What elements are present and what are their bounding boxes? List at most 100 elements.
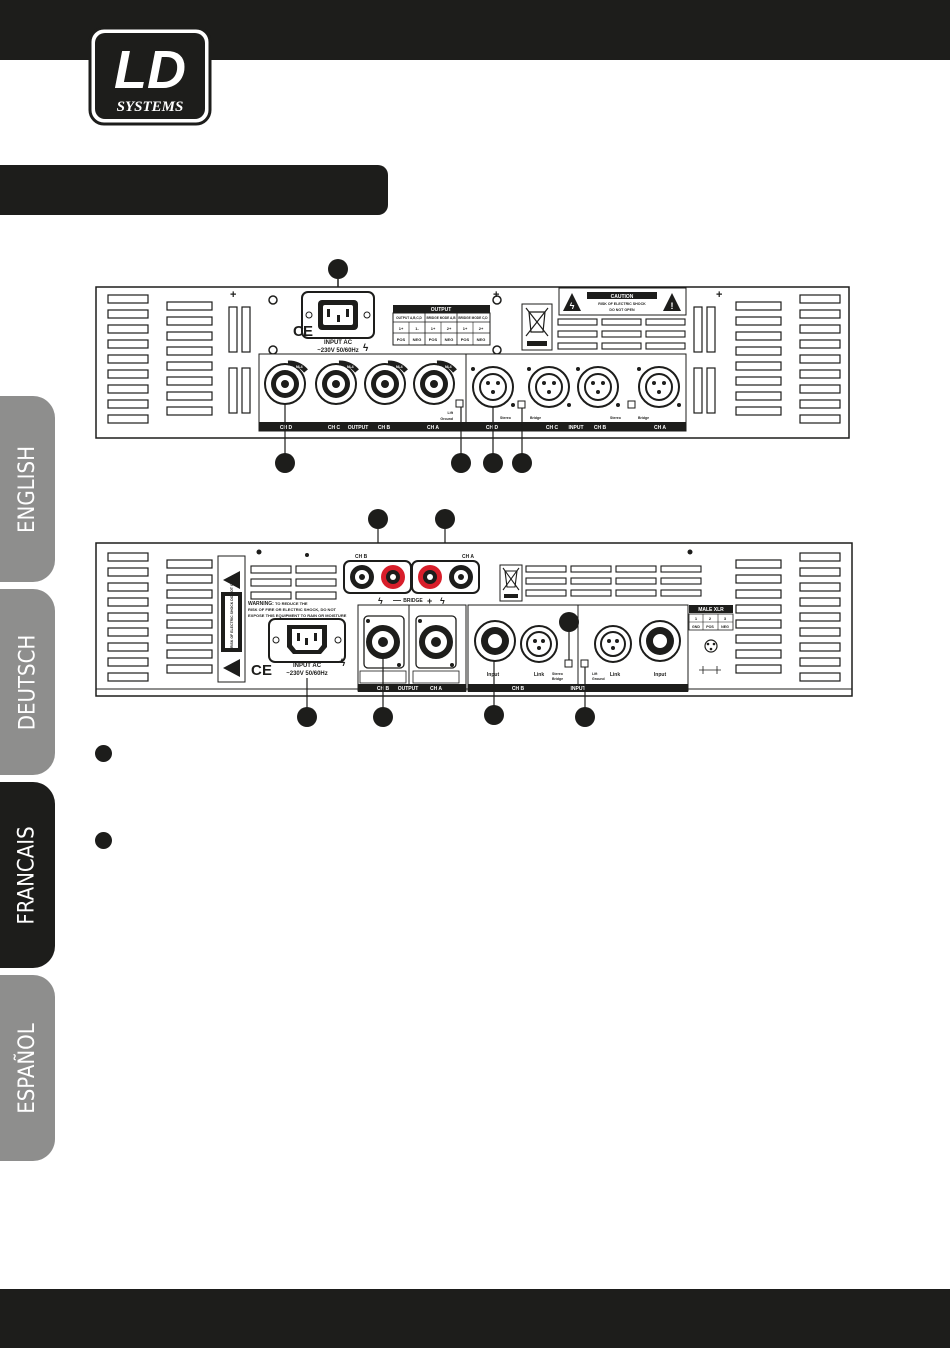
svg-text:POS: POS [706, 625, 714, 629]
callout-marker [297, 707, 317, 727]
svg-text:ϟ: ϟ [570, 301, 575, 311]
svg-text:NL4: NL4 [347, 365, 354, 369]
tab-label: ESPAÑOL [15, 1022, 41, 1114]
speakon-connector [315, 363, 357, 405]
svg-text:DO NOT OPEN: DO NOT OPEN [609, 308, 635, 312]
svg-text:C: C [293, 323, 304, 340]
svg-text:RISK OF ELECTRIC SHOCK: RISK OF ELECTRIC SHOCK [598, 302, 646, 306]
iec-power-inlet [268, 618, 346, 663]
svg-text:NEG: NEG [445, 337, 454, 342]
svg-text:2+: 2+ [447, 326, 452, 331]
svg-text:ϟ: ϟ [378, 596, 383, 606]
svg-text:NEG: NEG [477, 337, 486, 342]
svg-text:BRIDGE MODE C,D: BRIDGE MODE C,D [458, 316, 488, 320]
vent-grille-left [107, 552, 213, 682]
svg-text:WARNING:: WARNING: [248, 601, 274, 607]
svg-text:CH A: CH A [427, 425, 439, 431]
ground-lift-switch [580, 659, 589, 668]
svg-text:~230V 50/60Hz: ~230V 50/60Hz [317, 348, 359, 354]
svg-text:CH B: CH B [512, 686, 525, 692]
callout-marker [512, 453, 532, 473]
xlr-input-group [471, 366, 681, 408]
callout-marker [435, 509, 455, 529]
svg-text:C: C [251, 662, 262, 679]
xlr-connector [638, 366, 680, 408]
svg-text:ϟ: ϟ [363, 343, 369, 354]
svg-text:3: 3 [724, 616, 727, 621]
tab-espanol[interactable]: ESPAÑOL [0, 975, 55, 1161]
output-polarity-table: OUTPUT OUTPUT A,B,C,D BRIDGE MODE A,B BR… [392, 305, 491, 346]
svg-text:CAUTION: CAUTION [611, 294, 634, 300]
xlr-connector [577, 366, 619, 408]
xlr-connector [472, 366, 514, 408]
svg-text:Stereo: Stereo [552, 672, 563, 676]
svg-text:OUTPUT: OUTPUT [431, 307, 452, 313]
speakon-connector [413, 363, 455, 405]
svg-text:Stereo: Stereo [610, 416, 621, 420]
binding-posts-ch-b [343, 560, 412, 594]
side-warning-label: RISK OF ELECTRIC SHOCK DO NOT OPEN [217, 555, 246, 683]
callout-marker [575, 707, 595, 727]
svg-text:CH A: CH A [654, 425, 666, 431]
stereo-bridge-switch [627, 400, 636, 409]
svg-text:Ground: Ground [592, 677, 605, 681]
svg-text:Lift: Lift [592, 672, 598, 676]
callout-marker [328, 259, 348, 279]
svg-text:CH B: CH B [594, 425, 607, 431]
svg-text:Bridge: Bridge [530, 416, 541, 420]
svg-text:1: 1 [695, 616, 698, 621]
weee-bin-icon [499, 564, 523, 602]
svg-text:NL4: NL4 [396, 365, 403, 369]
svg-text:MALE XLR: MALE XLR [698, 607, 724, 613]
speakon-output-group: NL4 NL4 NL4 NL4 [264, 360, 457, 405]
stereo-bridge-switch [564, 659, 573, 668]
svg-text:CH C: CH C [328, 425, 341, 431]
tab-deutsch[interactable]: DEUTSCH [0, 589, 55, 775]
tab-francais[interactable]: FRANCAIS [0, 782, 55, 968]
tab-label: FRANCAIS [15, 825, 41, 925]
speakon-connector [264, 363, 306, 405]
speakon-connector [415, 615, 457, 669]
svg-text:SYSTEMS: SYSTEMS [117, 99, 184, 115]
svg-text:Input: Input [654, 672, 667, 678]
svg-text:Link: Link [610, 672, 620, 678]
speakon-connector [363, 615, 405, 669]
svg-text:NL4: NL4 [296, 365, 303, 369]
xlr-connector [528, 366, 570, 408]
callout-marker [368, 509, 388, 529]
rear-panel-diagram-2ch: RISK OF ELECTRIC SHOCK DO NOT OPEN CH B … [95, 509, 853, 727]
callout-marker [484, 705, 504, 725]
stereo-bridge-switch [517, 400, 526, 409]
svg-text:~230V 50/60Hz: ~230V 50/60Hz [286, 671, 328, 677]
svg-text:BRIDGE: BRIDGE [403, 598, 423, 604]
svg-text:!: ! [671, 301, 674, 311]
speakon-connector [364, 363, 406, 405]
caution-label: ϟ ! CAUTION RISK OF ELECTRIC SHOCK DO NO… [558, 287, 687, 316]
svg-text:+: + [230, 289, 236, 301]
svg-text:CH C: CH C [546, 425, 559, 431]
tab-english[interactable]: ENGLISH [0, 396, 55, 582]
combo-input-connector [639, 620, 681, 662]
svg-text:+: + [716, 289, 722, 301]
ld-systems-logo: LD SYSTEMS [88, 26, 212, 126]
svg-text:Bridge: Bridge [638, 416, 649, 420]
svg-text:NEG: NEG [413, 337, 422, 342]
male-xlr-pinout-table: MALE XLR 1 2 3 GND POS NEG [688, 605, 734, 674]
svg-text:+: + [427, 596, 432, 606]
svg-text:CH A: CH A [430, 686, 442, 692]
svg-text:—: — [393, 596, 401, 605]
svg-text:ϟ: ϟ [440, 596, 445, 606]
svg-text:RISK OF ELECTRIC SHOCK DO NOT: RISK OF ELECTRIC SHOCK DO NOT OPEN [230, 576, 234, 648]
svg-text:ϟ: ϟ [340, 658, 346, 669]
ground-lift-switch [455, 399, 464, 408]
svg-text:CH B: CH B [378, 425, 391, 431]
svg-text:2: 2 [709, 616, 712, 621]
svg-text:NEG: NEG [721, 625, 729, 629]
svg-text:INPUT: INPUT [571, 686, 586, 692]
svg-text:OUTPUT A,B,C,D: OUTPUT A,B,C,D [396, 316, 422, 320]
binding-posts-ch-a [411, 560, 480, 594]
svg-text:POS: POS [429, 337, 438, 342]
svg-text:E: E [262, 662, 272, 679]
svg-text:OUTPUT: OUTPUT [398, 686, 419, 692]
